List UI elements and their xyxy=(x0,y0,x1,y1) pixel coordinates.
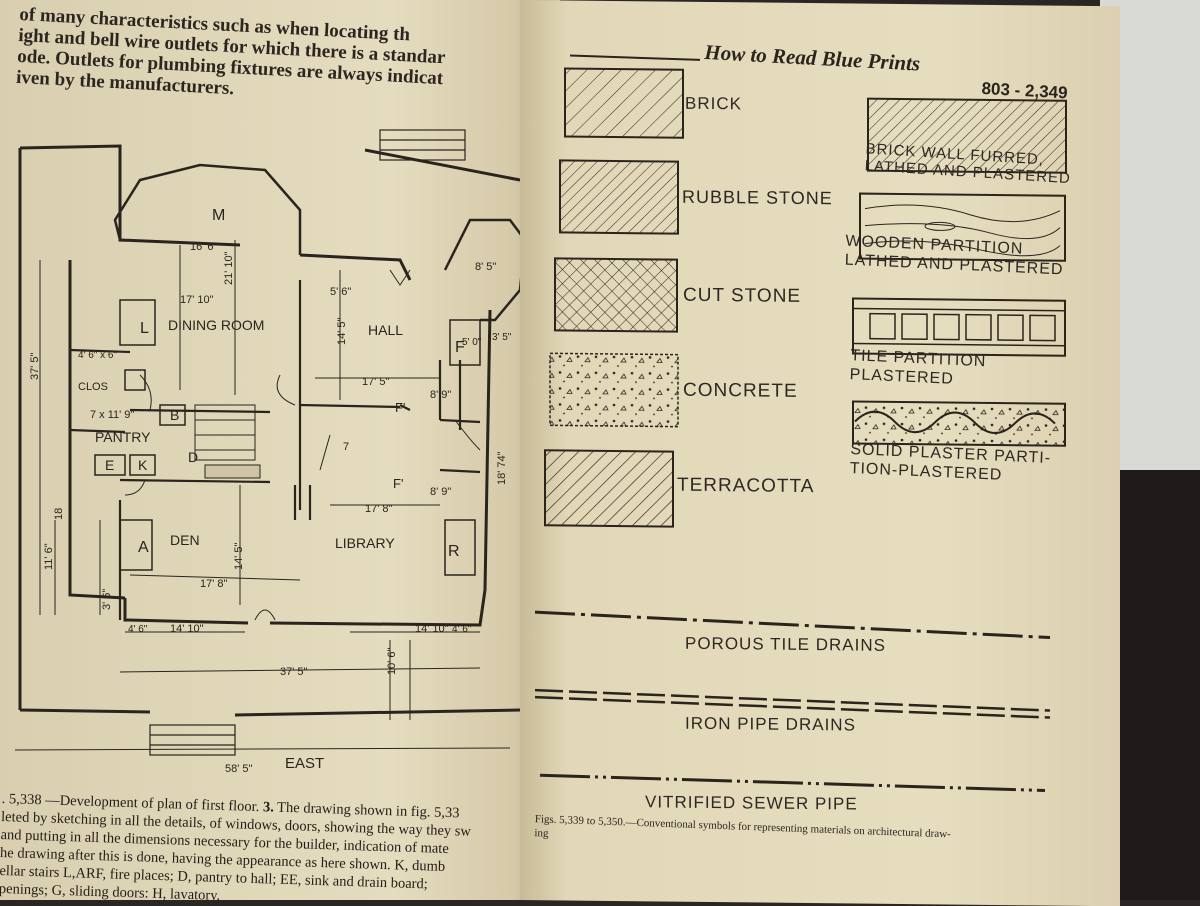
front-steps xyxy=(149,129,466,756)
plan-dimensions: 16' 6" 21' 10" 17' 10" 14' 5" 8' 5" 17' … xyxy=(29,241,512,775)
dimension-text: 37' 5" xyxy=(280,666,308,678)
dimension-text: 11' 6" xyxy=(43,543,55,570)
drain-label: IRON PIPE DRAINS xyxy=(685,713,856,735)
plan-letter: B xyxy=(170,407,179,423)
dimension-text: 10' 6" xyxy=(386,647,398,675)
dimension-text: 4' 6" xyxy=(452,624,472,635)
drain-label: VITRIFIED SEWER PIPE xyxy=(645,792,858,814)
dimension-text: 8' 5" xyxy=(475,261,496,273)
dimension-text: 8' 9" xyxy=(430,486,451,498)
drain-porous-tile-line xyxy=(534,610,1051,640)
caption-step-number: 3. xyxy=(262,799,275,816)
caption-fig-number: . 5,338 xyxy=(1,790,42,809)
dimension-text: 17' 10" xyxy=(180,294,214,306)
right-page: How to Read Blue Prints 803 - 2,349 xyxy=(520,0,1120,906)
dimension-text: 3' 6" xyxy=(101,589,113,610)
drain-label: POROUS TILE DRAINS xyxy=(685,633,886,655)
plan-letter: E xyxy=(105,457,114,473)
room-label-library: LIBRARY xyxy=(335,535,395,551)
dimension-text: 7 xyxy=(343,441,349,453)
room-label-hall: HALL xyxy=(368,322,403,338)
drain-vitrified-sewer-line xyxy=(539,773,1046,792)
room-label-clos: CLOS xyxy=(78,381,108,393)
plan-letter: K xyxy=(138,457,148,473)
plan-letter: M xyxy=(212,207,225,224)
plan-letter: F' xyxy=(395,400,405,415)
plan-letter: L xyxy=(140,320,149,337)
swatch-brick-wall-furred xyxy=(867,97,1067,174)
floor-plan-drawing: DINING ROOM HALL PANTRY CLOS DEN LIBRARY… xyxy=(14,129,527,775)
figure-caption-left: . 5,338 —Development of plan of first fl… xyxy=(0,790,522,900)
swatch-concrete xyxy=(549,352,679,428)
dimension-text: 21' 10" xyxy=(223,251,235,285)
symbol-label-multiline: TILE PARTITION PLASTERED xyxy=(849,346,986,390)
swatch-tile-partition xyxy=(852,297,1066,357)
dimension-text: 17' 5" xyxy=(362,376,390,388)
plan-letter: D xyxy=(188,449,198,465)
dimension-text: 8' 9" xyxy=(430,389,451,401)
dimension-text: 17' 8" xyxy=(365,503,393,515)
dimension-text: 4' 6" xyxy=(128,624,148,635)
swatch-brick xyxy=(564,67,684,139)
swatch-cut-stone xyxy=(554,257,678,333)
dimension-lines xyxy=(14,240,511,751)
stairs-hatch xyxy=(194,404,261,479)
plan-letter: A xyxy=(138,539,149,556)
drain-iron-pipe-line xyxy=(534,688,1051,719)
material-symbols xyxy=(534,67,1067,792)
dimension-text: 37' 5" xyxy=(29,352,41,380)
dimension-text: 17' 8" xyxy=(200,578,228,590)
room-label-den: DEN xyxy=(170,532,200,548)
dimension-text: 16' 6" xyxy=(190,241,218,253)
room-label-pantry: PANTRY xyxy=(95,429,151,445)
swatch-terracotta xyxy=(544,449,674,528)
plan-letter: F' xyxy=(393,476,403,491)
compass-label-east: EAST xyxy=(285,755,324,772)
dimension-text: 5' 6" xyxy=(330,286,351,298)
dimension-text: 58' 5" xyxy=(225,763,253,775)
dimension-text: 3' 5" xyxy=(492,332,512,343)
left-page: of many characteristics such as when loc… xyxy=(0,0,560,900)
dimension-text: 4' 6" x 6" xyxy=(78,350,117,361)
dimension-text: 5' 0" xyxy=(462,337,482,348)
room-label-dining: DINING ROOM xyxy=(168,317,264,333)
dimension-text: 14' 10" xyxy=(415,623,449,635)
plan-letter: F xyxy=(455,339,465,356)
swatch-rubble-stone xyxy=(559,159,679,235)
dimension-text: 14' 10" xyxy=(170,623,204,635)
plan-labels: DINING ROOM HALL PANTRY CLOS DEN LIBRARY… xyxy=(78,207,465,772)
symbol-label: CONCRETE xyxy=(683,379,798,402)
swatch-wooden-partition xyxy=(859,192,1066,262)
swatch-solid-plaster-partition xyxy=(852,400,1066,447)
symbol-label: BRICK xyxy=(685,93,742,114)
dimension-text: 14' 5" xyxy=(336,317,348,345)
door-swings xyxy=(124,269,481,621)
symbol-label: CUT STONE xyxy=(683,284,802,307)
plan-interior-walls xyxy=(69,280,481,620)
dimension-text: 7 x 11' 9" xyxy=(90,409,134,421)
fireplaces xyxy=(94,299,481,576)
dimension-text: 18' 74" xyxy=(496,451,508,485)
plan-letter: R xyxy=(448,543,460,560)
symbol-label: RUBBLE STONE xyxy=(682,186,833,209)
symbol-label: TERRACOTTA xyxy=(677,474,815,498)
dimension-text: 18 xyxy=(53,508,65,520)
intro-paragraph: of many characteristics such as when loc… xyxy=(16,4,560,116)
header-rule xyxy=(569,54,701,61)
plan-walls xyxy=(18,144,527,717)
dimension-text: 14' 5" xyxy=(233,542,245,570)
